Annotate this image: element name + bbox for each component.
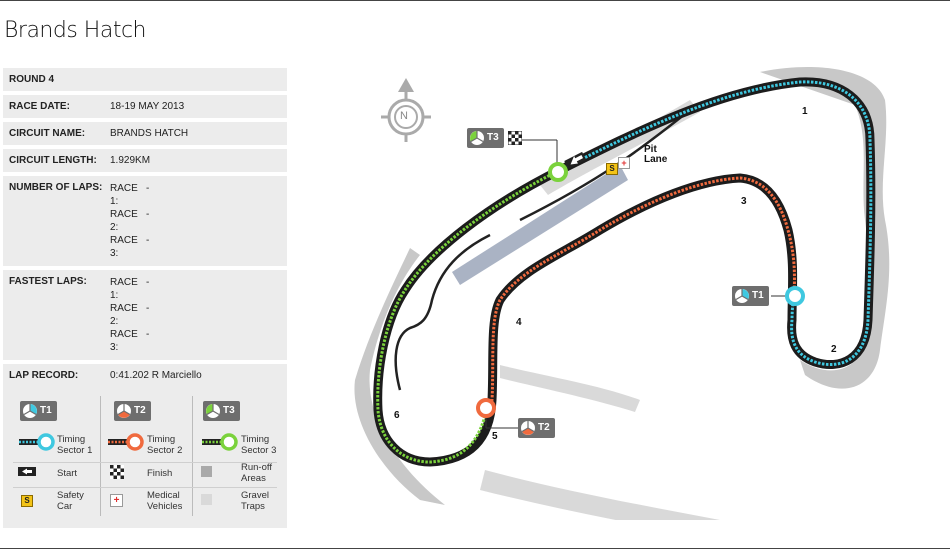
stopwatch-icon (735, 289, 749, 303)
t1-badge: T1 (20, 401, 57, 421)
t1-marker (771, 286, 805, 306)
sector1-line (559, 80, 873, 367)
circuit-name-value: BRANDS HATCH (110, 128, 189, 139)
start-arrow-icon (18, 467, 36, 476)
gravel-bottom (480, 470, 720, 520)
circuit-length-row: CIRCUIT LENGTH: 1.929KM (3, 149, 287, 172)
circuit-length-value: 1.929KM (110, 155, 151, 166)
top-rule (0, 0, 950, 1)
circuit-map (354, 67, 890, 520)
stopwatch-icon (470, 131, 484, 145)
gravel-inner (500, 365, 640, 412)
turn-1-label: 1 (802, 106, 808, 117)
race-info-table: ROUND 4 RACE DATE: 18-19 MAY 2013 CIRCUI… (3, 68, 287, 391)
start-arrow-icon (564, 151, 587, 169)
map-t2-badge: T2 (518, 418, 555, 438)
round-label: ROUND 4 (9, 74, 55, 85)
turn-2-label: 2 (831, 344, 837, 355)
medical-vehicle-icon: + (110, 494, 123, 507)
t2-badge: T2 (114, 401, 151, 421)
runoff-turn6 (354, 248, 445, 505)
compass-icon (381, 78, 431, 142)
page-title: Brands Hatch (4, 18, 146, 43)
sector2-line (485, 176, 796, 410)
fastest-laps-row: FASTEST LAPS: RACE 1:- RACE 2:- RACE 3:- (3, 270, 287, 360)
turn-4-label: 4 (516, 317, 522, 328)
safety-car-icon: S (21, 495, 33, 507)
runoff-turn1-2 (760, 67, 890, 389)
sector3-line (376, 168, 561, 464)
lap-record-value: 0:41.202 R Marciello (110, 370, 202, 381)
t3-badge: T3 (203, 401, 240, 421)
map-medical-icon: + (618, 157, 630, 169)
map-t1-badge: T1 (732, 286, 769, 306)
pit-lane-area (452, 165, 628, 285)
gravel-swatch-icon (201, 494, 212, 505)
stopwatch-icon (206, 404, 220, 418)
bottom-rule (0, 548, 950, 549)
map-checkered-flag-icon (508, 131, 522, 145)
laps-row: NUMBER OF LAPS: RACE 1:- RACE 2:- RACE 3… (3, 176, 287, 266)
sector2-marker-icon (108, 433, 144, 451)
turn-5-label: 5 (492, 431, 498, 442)
race-date-value: 18-19 MAY 2013 (110, 101, 185, 112)
compass-north-label: N (400, 110, 408, 122)
pit-lane-label: Pit Lane (644, 144, 668, 165)
t3-marker (518, 139, 568, 182)
map-t3-badge: T3 (467, 128, 504, 148)
map-legend: T1 Timing Sector 1 T2 Timing Sector 2 T3 (3, 380, 287, 528)
turn-6-label: 6 (394, 410, 400, 421)
stopwatch-icon (23, 404, 37, 418)
stopwatch-icon (117, 404, 131, 418)
turn-3-label: 3 (741, 196, 747, 207)
round-row: ROUND 4 (3, 68, 287, 91)
t2-marker (476, 398, 518, 429)
sector1-marker-icon (19, 433, 55, 451)
runoff-swatch-icon (201, 466, 212, 477)
sector3-marker-icon (202, 433, 238, 451)
race-date-row: RACE DATE: 18-19 MAY 2013 (3, 95, 287, 118)
stopwatch-icon (521, 421, 535, 435)
circuit-name-row: CIRCUIT NAME: BRANDS HATCH (3, 122, 287, 145)
checkered-flag-icon (110, 465, 124, 479)
map-safety-car-icon: S (606, 163, 618, 175)
